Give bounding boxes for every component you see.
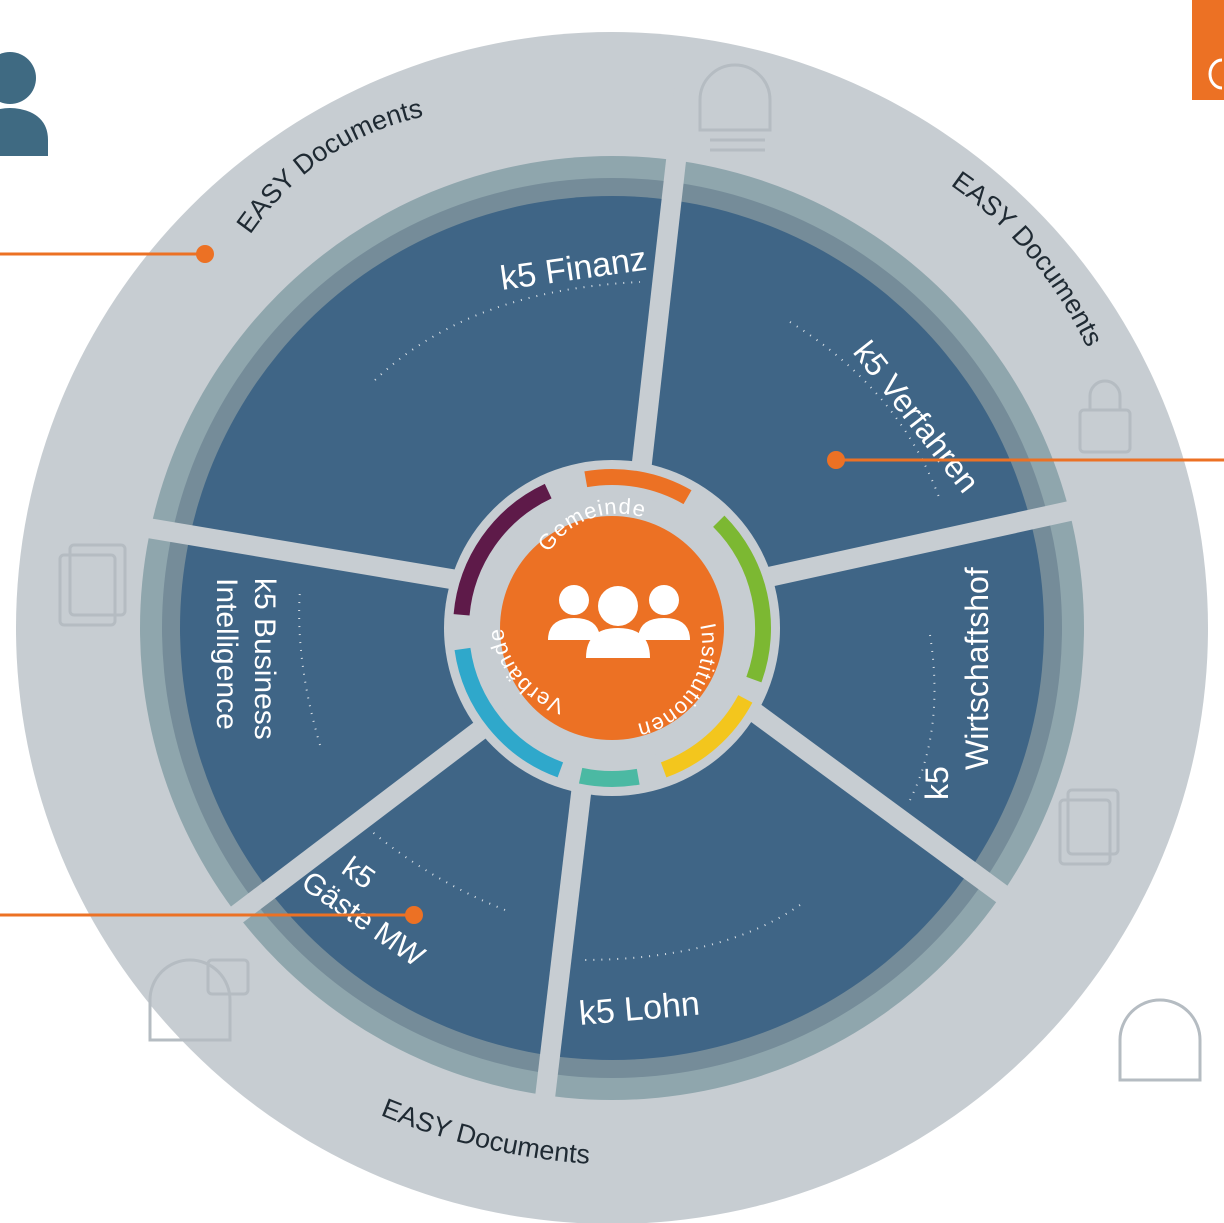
people-group-icon [548, 585, 690, 658]
hub-center [500, 516, 724, 740]
archive-icon [148, 958, 232, 1042]
document-icon [58, 543, 127, 627]
hub-arc-4 [660, 694, 753, 778]
corner-badge [1192, 0, 1224, 100]
callout-verfahren [827, 451, 1224, 469]
module-bi-line1: k5 Business [248, 578, 281, 740]
archive-icon [1118, 998, 1202, 1082]
module-label-business-intelligence: k5 Business Intelligence [210, 578, 281, 748]
module-wirtschaftshof-line2: Wirtschaftshof [959, 567, 995, 770]
hub-arc-1 [453, 483, 552, 616]
hub-arc-3 [713, 515, 771, 683]
hub-arc-0 [454, 647, 564, 778]
hub-arc-5 [578, 767, 640, 787]
callouts [0, 245, 1224, 924]
module-wirtschaftshof-line1: k5 [919, 766, 955, 800]
user-icon [0, 52, 48, 156]
lock-icon [206, 958, 250, 996]
dotted-guides [298, 281, 941, 961]
callout-gaeste [0, 906, 423, 924]
document-icon [1058, 788, 1120, 866]
lock-icon [1078, 379, 1132, 454]
hub-arc-2 [584, 469, 692, 505]
hub-color-arcs [453, 469, 771, 787]
archive-icon [698, 63, 772, 152]
module-label-wirtschaftshof: k5 Wirtschaftshof [919, 567, 995, 800]
segment-separators [98, 88, 1123, 1142]
callout-easy-documents [0, 245, 214, 263]
module-bi-line2: Intelligence [210, 578, 243, 730]
